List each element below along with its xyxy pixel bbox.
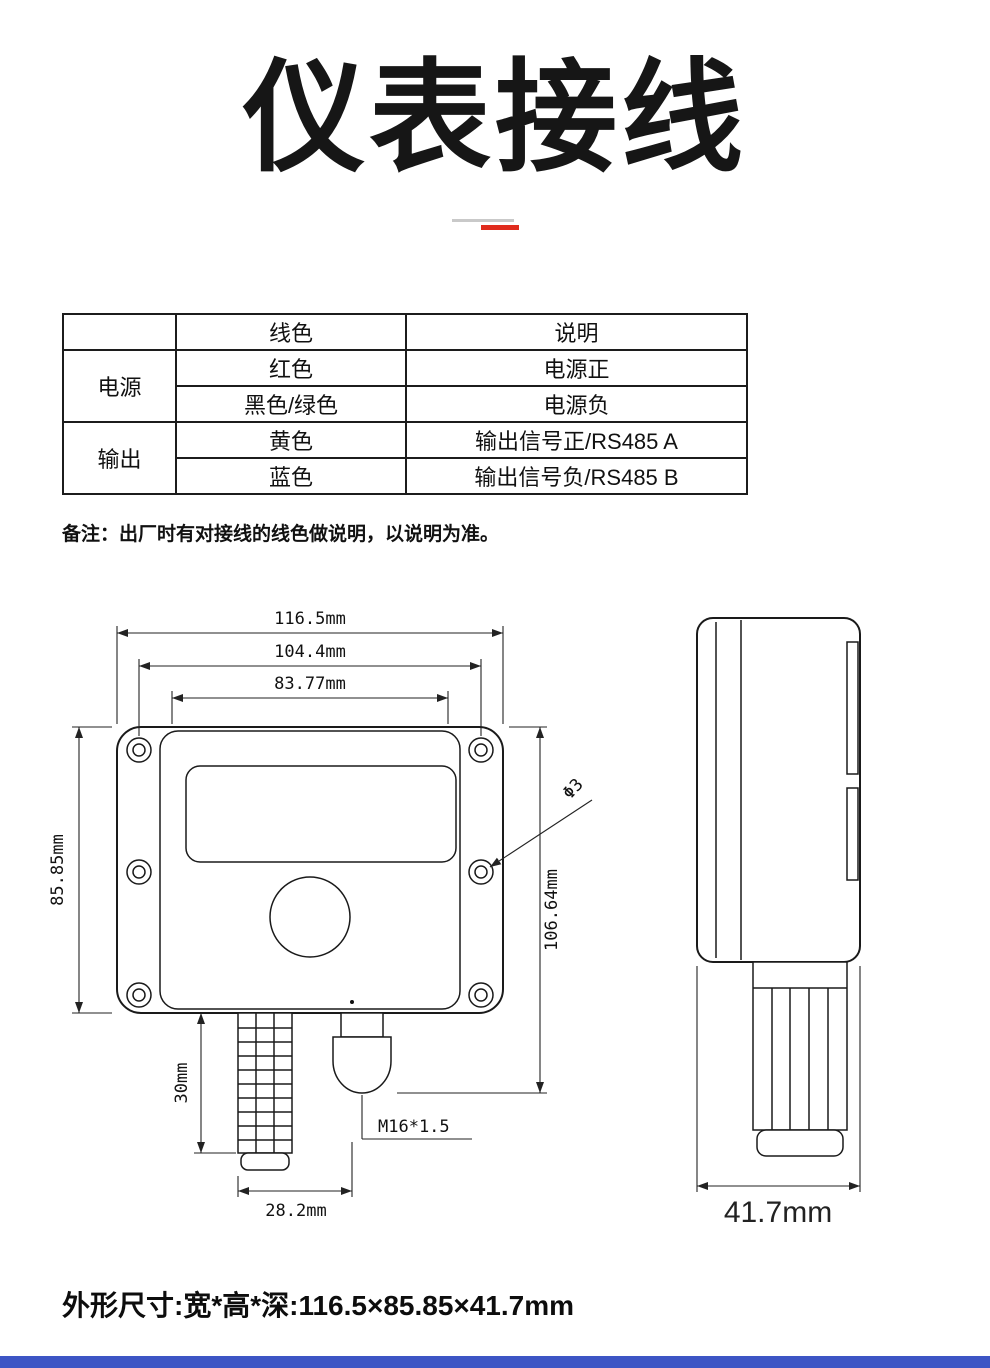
dimension-drawing: 116.5mm 104.4mm 83.77mm 85.85mm 106.64mm… <box>48 609 861 1229</box>
table-header-desc: 说明 <box>405 313 748 351</box>
callout-gland-thread: M16*1.5 <box>361 1095 472 1140</box>
page-title: 仪表接线 <box>243 50 747 186</box>
dim-label-height-body: 85.85mm <box>48 834 68 906</box>
table-row: 黑色/绿色 电源负 <box>63 385 748 423</box>
wiring-table: 线色 说明 电源 红色 电源正 黑色/绿色 电源负 输出 黄色 输出信号正/RS… <box>62 313 748 495</box>
dim-width-mount: 104.4mm <box>138 642 482 736</box>
dim-label-probe-width: 28.2mm <box>265 1201 326 1221</box>
table-cell-color: 黄色 <box>175 421 407 459</box>
table-row: 蓝色 输出信号负/RS485 B <box>63 457 748 495</box>
device-body <box>116 726 504 1014</box>
table-row: 输出 黄色 输出信号正/RS485 A <box>62 421 748 495</box>
bottom-accent-bar <box>0 1356 990 1368</box>
overall-dimensions-text: 外形尺寸:宽*高*深:116.5×85.85×41.7mm <box>62 1290 575 1321</box>
probe-cap-side <box>756 1129 844 1157</box>
probe-cap <box>240 1152 290 1171</box>
dim-width-window: 83.77mm <box>171 674 449 724</box>
dim-probe-width: 28.2mm <box>237 1142 353 1221</box>
side-clip-bottom <box>846 787 859 881</box>
dim-label-hole-diameter: Φ3 <box>559 775 588 804</box>
table-cell-group-output: 输出 <box>62 421 177 495</box>
table-cell-desc: 电源正 <box>405 349 748 387</box>
dim-width-outer: 116.5mm <box>116 609 504 724</box>
title-divider-red <box>481 225 519 230</box>
probe-front <box>237 1012 293 1171</box>
device-inner-panel <box>159 730 461 1010</box>
dim-label-width-mount: 104.4mm <box>274 642 346 662</box>
side-body <box>696 617 861 963</box>
table-cell-group-power: 电源 <box>62 349 177 423</box>
dim-label-gland-thread: M16*1.5 <box>378 1117 450 1137</box>
dim-label-width-window: 83.77mm <box>274 674 346 694</box>
table-cell-color: 蓝色 <box>175 457 407 495</box>
wiring-note: 备注：出厂时有对接线的线色做说明，以说明为准。 <box>62 524 500 545</box>
dim-label-depth: 41.7mm <box>724 1196 832 1229</box>
table-header-group <box>62 313 177 351</box>
table-cell-desc: 输出信号正/RS485 A <box>405 421 748 459</box>
front-view <box>116 726 504 1171</box>
cable-gland <box>332 1012 392 1094</box>
display-window <box>185 765 457 863</box>
table-cell-desc: 电源负 <box>405 385 748 423</box>
callout-hole-diameter: Φ3 <box>489 775 593 868</box>
dim-label-height-total: 106.64mm <box>542 869 562 951</box>
dim-label-width-outer: 116.5mm <box>274 609 346 629</box>
side-clip-top <box>846 641 859 775</box>
table-header-row: 线色 说明 <box>62 313 748 351</box>
title-divider-gray <box>452 219 514 222</box>
sensor-circle <box>269 876 351 958</box>
dim-height-body: 85.85mm <box>48 726 112 1014</box>
dim-probe-length: 30mm <box>172 1013 236 1154</box>
dim-depth: 41.7mm <box>696 966 861 1229</box>
table-cell-desc: 输出信号负/RS485 B <box>405 457 748 495</box>
table-header-color: 线色 <box>175 313 407 351</box>
dim-label-probe-length: 30mm <box>172 1063 192 1104</box>
side-view <box>696 617 861 1157</box>
table-cell-color: 红色 <box>175 349 407 387</box>
probe-side <box>752 961 848 1157</box>
screw-holes <box>126 737 494 1008</box>
dim-height-total: 106.64mm <box>397 726 562 1094</box>
pin-dot <box>350 1000 354 1004</box>
table-row: 电源 红色 电源正 <box>62 349 748 423</box>
table-cell-color: 黑色/绿色 <box>175 385 407 423</box>
